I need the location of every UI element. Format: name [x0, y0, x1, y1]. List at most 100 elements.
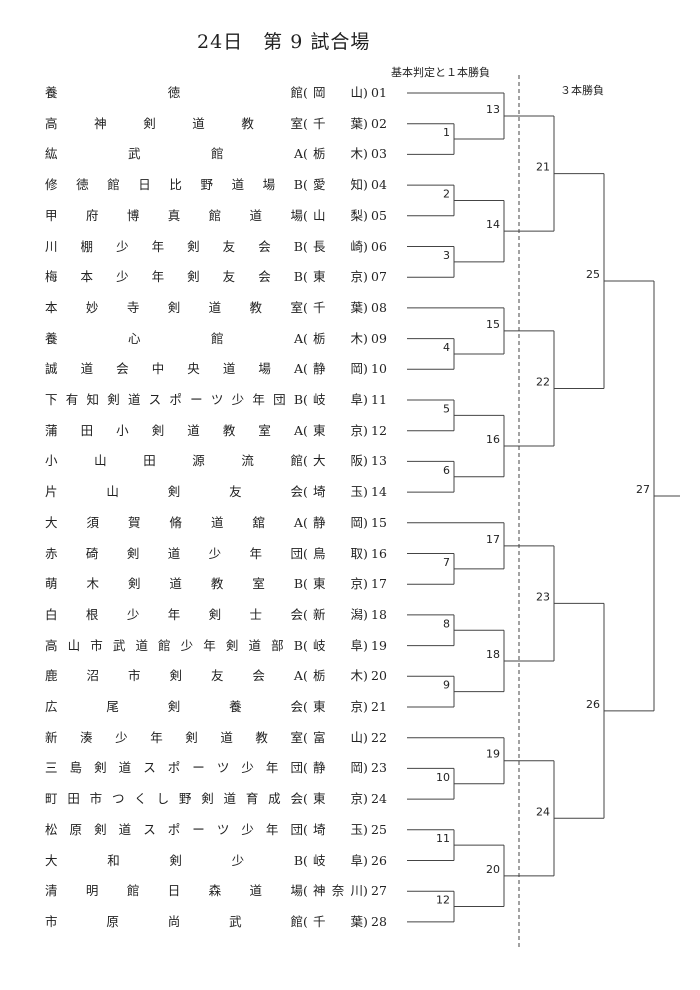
team-seed-number: 24 — [371, 791, 387, 807]
team-name: 片山剣友会 — [45, 484, 303, 500]
match-number: 14 — [486, 218, 500, 231]
match-number: 18 — [486, 648, 500, 661]
match-number: 12 — [436, 894, 450, 907]
team-row: 市原尚武館(千葉)28 — [45, 913, 387, 929]
team-seed-number: 11 — [371, 392, 387, 407]
team-seed-number: 28 — [371, 913, 387, 929]
team-seed-number: 17 — [371, 576, 387, 592]
team-name: 三島剣道スポーツ少年団 — [45, 760, 303, 776]
round-header-single: 基本判定と１本勝負 — [391, 66, 490, 79]
team-row: 三島剣道スポーツ少年団(静岡)23 — [45, 760, 387, 776]
team-seed-number: 04 — [371, 177, 387, 193]
team-seed-number: 23 — [371, 760, 387, 776]
match-number: 25 — [586, 268, 600, 281]
team-seed-number: 10 — [371, 361, 387, 377]
team-seed-number: 09 — [371, 330, 387, 346]
match-number: 7 — [443, 556, 450, 569]
team-row: 白根少年剣士会(新潟)18 — [45, 606, 387, 622]
team-seed-number: 16 — [371, 545, 387, 561]
match-number: 15 — [486, 318, 500, 331]
match-number: 24 — [536, 805, 550, 818]
match-number: 4 — [443, 341, 450, 354]
team-row: 広尾剣養会(東京)21 — [45, 699, 387, 714]
team-seed-number: 02 — [371, 115, 387, 131]
team-seed-number: 26 — [371, 852, 387, 868]
match-number: 27 — [636, 483, 650, 496]
team-row: 高神剣道教室(千葉)02 — [45, 115, 387, 131]
team-row: 本妙寺剣道教室(千葉)08 — [45, 299, 387, 315]
team-name: 養徳館 — [45, 85, 303, 100]
match-number: 3 — [443, 249, 450, 262]
team-seed-number: 15 — [371, 514, 387, 530]
match-number: 2 — [443, 187, 450, 200]
team-seed-number: 20 — [371, 668, 387, 684]
match-number: 23 — [536, 590, 550, 603]
match-number: 26 — [586, 698, 600, 711]
team-row: 甲府博真館道場(山梨)05 — [45, 207, 387, 223]
team-seed-number: 01 — [371, 85, 387, 100]
match-number: 16 — [486, 433, 500, 446]
match-number: 20 — [486, 863, 500, 876]
team-seed-number: 21 — [371, 699, 387, 714]
round-header-best-of-three: ３本勝負 — [560, 84, 604, 97]
team-name: 清明館日森道場 — [45, 883, 303, 899]
team-seed-number: 25 — [371, 821, 387, 837]
team-seed-number: 12 — [371, 422, 387, 438]
team-seed-number: 22 — [371, 729, 387, 745]
team-row: 新湊少年剣道教室(富山)22 — [45, 729, 387, 745]
match-number: 6 — [443, 464, 450, 477]
team-name: 本妙寺剣道教室 — [45, 299, 303, 315]
team-name: 甲府博真館道場 — [45, 207, 303, 223]
match-number: 8 — [443, 617, 450, 630]
team-row: 養徳館(岡山)01 — [45, 85, 387, 100]
team-name: 小山田源流館 — [45, 453, 303, 469]
team-name: 市原尚武館 — [45, 913, 303, 929]
match-number: 11 — [436, 832, 450, 845]
match-number: 21 — [536, 161, 550, 174]
team-seed-number: 27 — [371, 883, 387, 899]
team-seed-number: 06 — [371, 238, 387, 254]
team-row: 片山剣友会(埼玉)14 — [45, 484, 387, 500]
match-number: 22 — [536, 375, 550, 388]
team-seed-number: 07 — [371, 269, 387, 285]
match-number: 5 — [443, 402, 450, 415]
team-seed-number: 13 — [371, 453, 387, 469]
team-name: 松原剣道スポーツ少年団 — [45, 821, 303, 837]
match-number: 17 — [486, 533, 500, 546]
team-name: 高神剣道教室 — [45, 115, 303, 131]
team-row: 町田市つくし野剣道育成会(東京)24 — [45, 791, 387, 807]
team-seed-number: 03 — [371, 146, 387, 162]
team-seed-number: 18 — [371, 606, 387, 622]
team-name: 新湊少年剣道教室 — [45, 729, 303, 745]
match-number: 13 — [486, 103, 500, 116]
match-number: 19 — [486, 748, 500, 761]
team-row: 松原剣道スポーツ少年団(埼玉)25 — [45, 821, 387, 837]
team-seed-number: 14 — [371, 484, 387, 500]
team-name: 町田市つくし野剣道育成会 — [45, 791, 303, 807]
team-seed-number: 08 — [371, 299, 387, 315]
team-row: 小山田源流館(大阪)13 — [45, 453, 387, 469]
